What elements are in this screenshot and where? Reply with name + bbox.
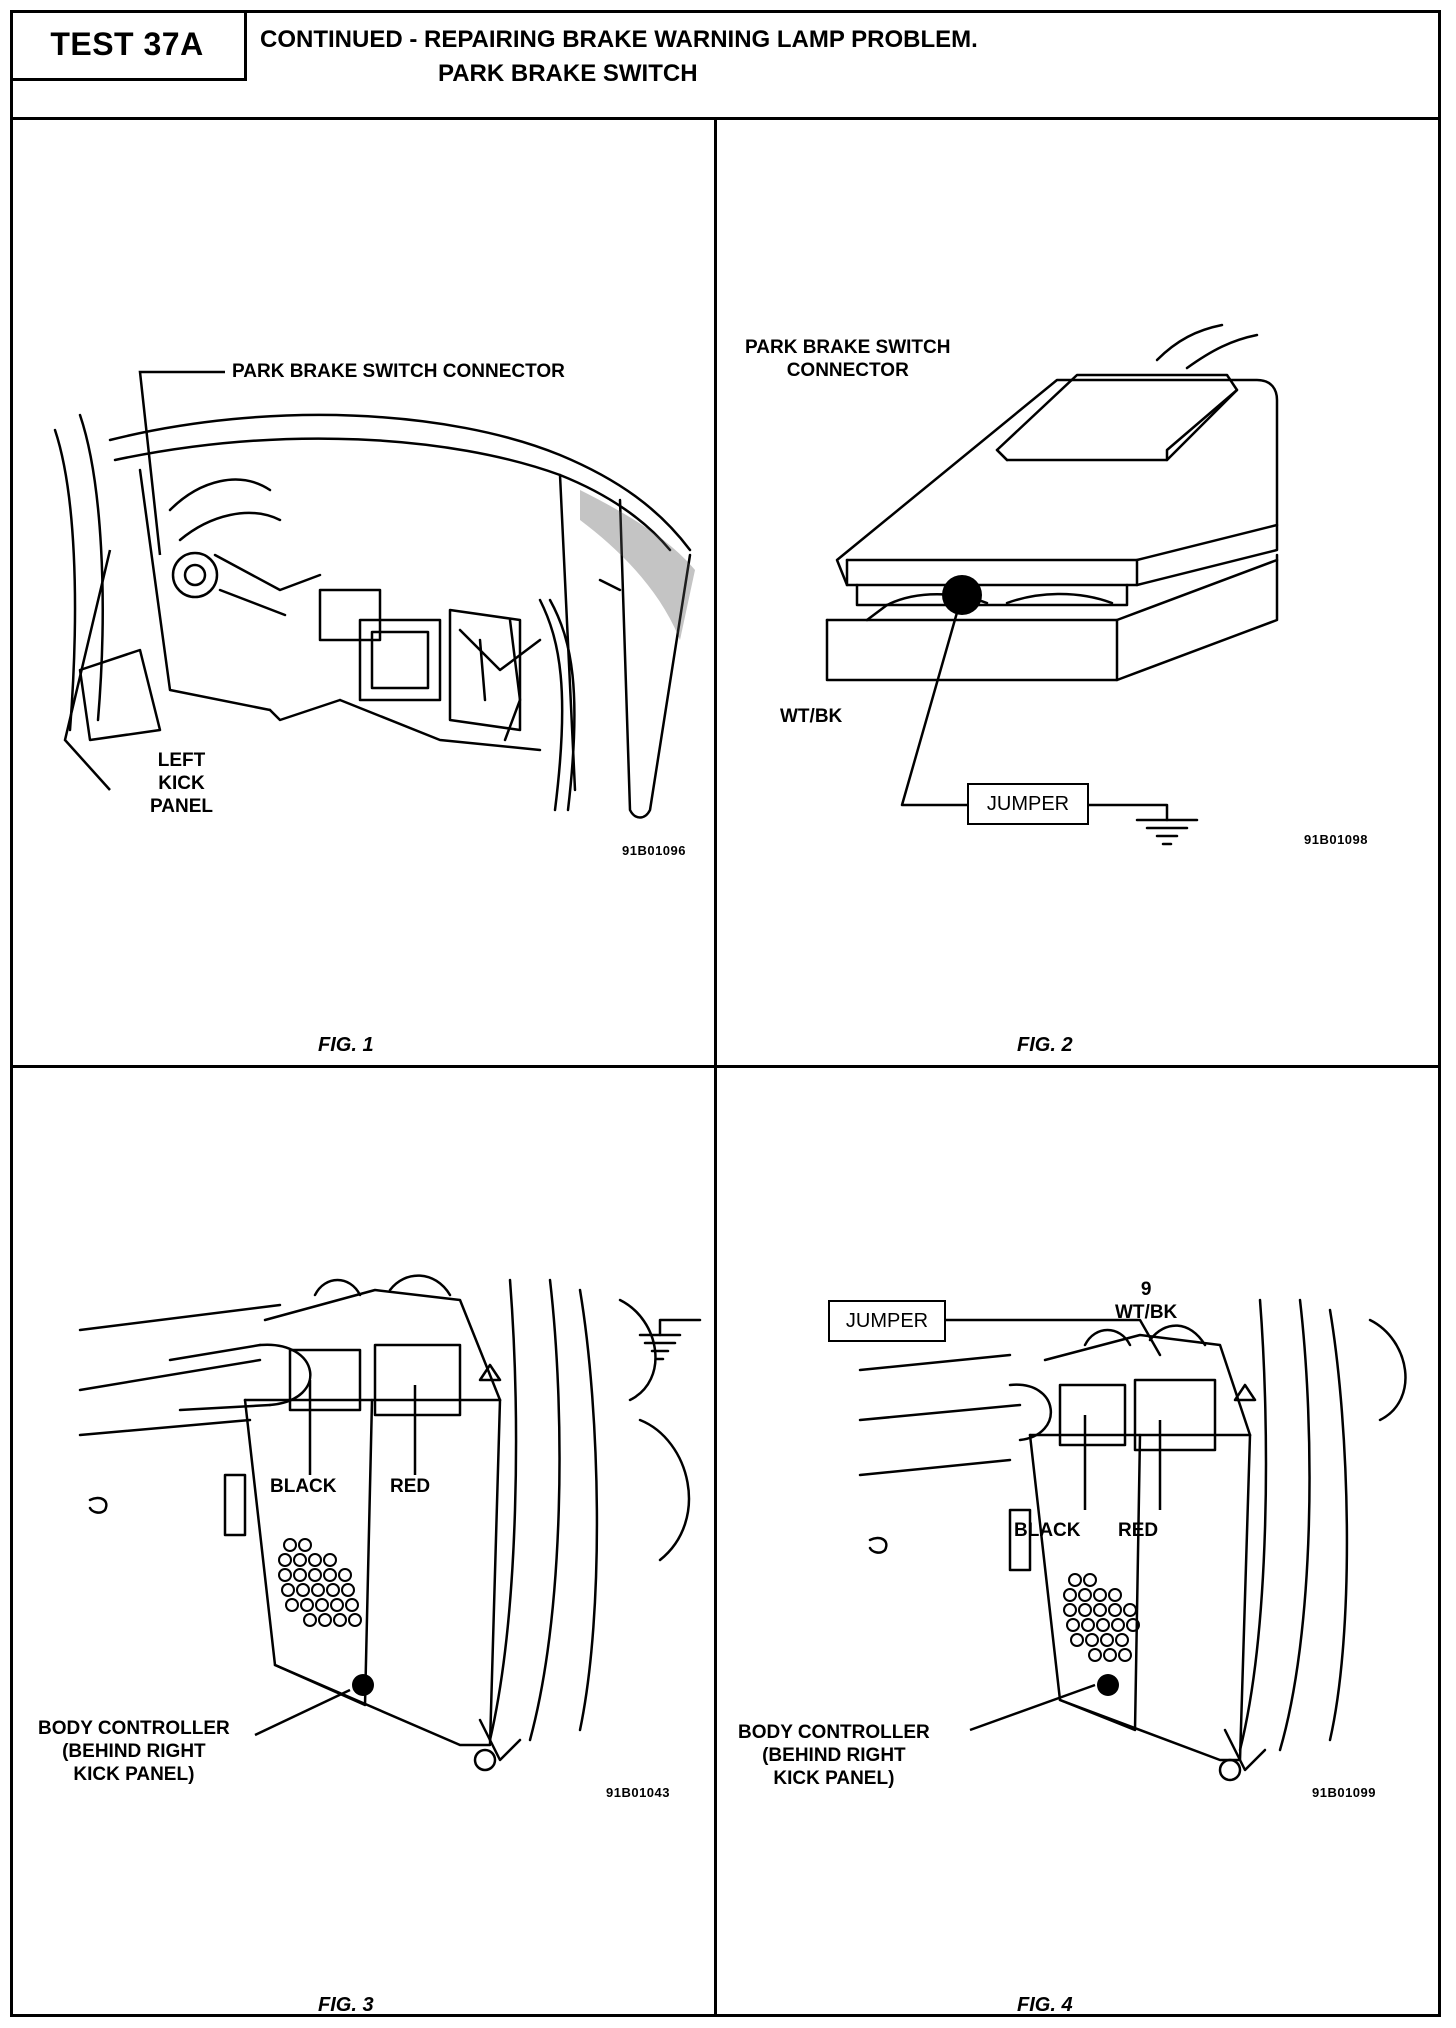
fig1-kick-panel-label: LEFT KICK PANEL xyxy=(150,750,213,818)
fig2-connector-label: PARK BRAKE SWITCH CONNECTOR xyxy=(745,337,950,383)
page-subtitle: PARK BRAKE SWITCH xyxy=(438,60,698,87)
fig2-jumper-label: JUMPER xyxy=(986,792,1070,815)
fig3-code: 91B01043 xyxy=(606,1785,670,1800)
fig2-connector-illustration xyxy=(825,323,1279,846)
page-frame xyxy=(10,10,1441,2017)
fig1-connector-leader xyxy=(63,370,225,791)
fig3-caption: FIG. 3 xyxy=(318,1994,374,2016)
fig4-pin-label: 9 WT/BK xyxy=(1115,1279,1177,1325)
fig1-code: 91B01096 xyxy=(622,843,686,858)
fig1-kick-panel-line2: KICK xyxy=(158,772,205,794)
fig3-black-label: BLACK xyxy=(270,1476,337,1497)
fig2-connector-line1: PARK BRAKE SWITCH xyxy=(745,337,951,358)
fig2-connector-line2: CONNECTOR xyxy=(786,359,909,381)
test-id-box: TEST 37A xyxy=(10,10,247,81)
fig2-code: 91B01098 xyxy=(1304,832,1368,847)
fig3-controller-line2: (BEHIND RIGHT xyxy=(62,1740,206,1762)
fig3-controller-line3: KICK PANEL) xyxy=(73,1763,195,1785)
fig4-jumper-box: JUMPER xyxy=(828,1300,946,1342)
test-id: TEST 37A xyxy=(50,25,204,62)
fig1-kick-panel-line1: LEFT xyxy=(157,750,206,771)
page-title: CONTINUED - REPAIRING BRAKE WARNING LAMP… xyxy=(260,26,978,53)
fig2-caption: FIG. 2 xyxy=(1017,1034,1073,1056)
fig4-wire-label: WT/BK xyxy=(1115,1301,1178,1323)
fig3-red-label: RED xyxy=(390,1476,431,1497)
fig4-jumper-label: JUMPER xyxy=(845,1309,929,1332)
fig1-kick-panel-line3: PANEL xyxy=(150,795,213,817)
fig4-controller-line1: BODY CONTROLLER xyxy=(738,1722,930,1743)
fig2-wire-label: WT/BK xyxy=(780,706,843,727)
header-divider xyxy=(10,117,1441,120)
fig4-black-label: BLACK xyxy=(1014,1520,1081,1541)
fig4-red-label: RED xyxy=(1118,1520,1159,1541)
fig4-code: 91B01099 xyxy=(1312,1785,1376,1800)
fig3-controller-label: BODY CONTROLLER (BEHIND RIGHT KICK PANEL… xyxy=(38,1718,230,1786)
fig3-controller-line1: BODY CONTROLLER xyxy=(38,1718,230,1739)
fig4-controller-label: BODY CONTROLLER (BEHIND RIGHT KICK PANEL… xyxy=(738,1722,930,1790)
fig2-jumper-box: JUMPER xyxy=(967,783,1089,825)
fig4-caption: FIG. 4 xyxy=(1017,1994,1073,2016)
row-divider xyxy=(10,1065,1441,1068)
fig4-controller-line2: (BEHIND RIGHT xyxy=(762,1744,906,1766)
fig1-connector-label: PARK BRAKE SWITCH CONNECTOR xyxy=(232,361,565,382)
fig1-dashboard-illustration xyxy=(53,413,695,819)
fig1-caption: FIG. 1 xyxy=(318,1034,374,1056)
fig4-body-controller-illustration xyxy=(638,1298,1407,1782)
fig4-controller-line3: KICK PANEL) xyxy=(773,1767,895,1789)
fig4-pin-number: 9 xyxy=(1140,1279,1152,1300)
fig3-body-controller-illustration xyxy=(78,1274,691,1772)
